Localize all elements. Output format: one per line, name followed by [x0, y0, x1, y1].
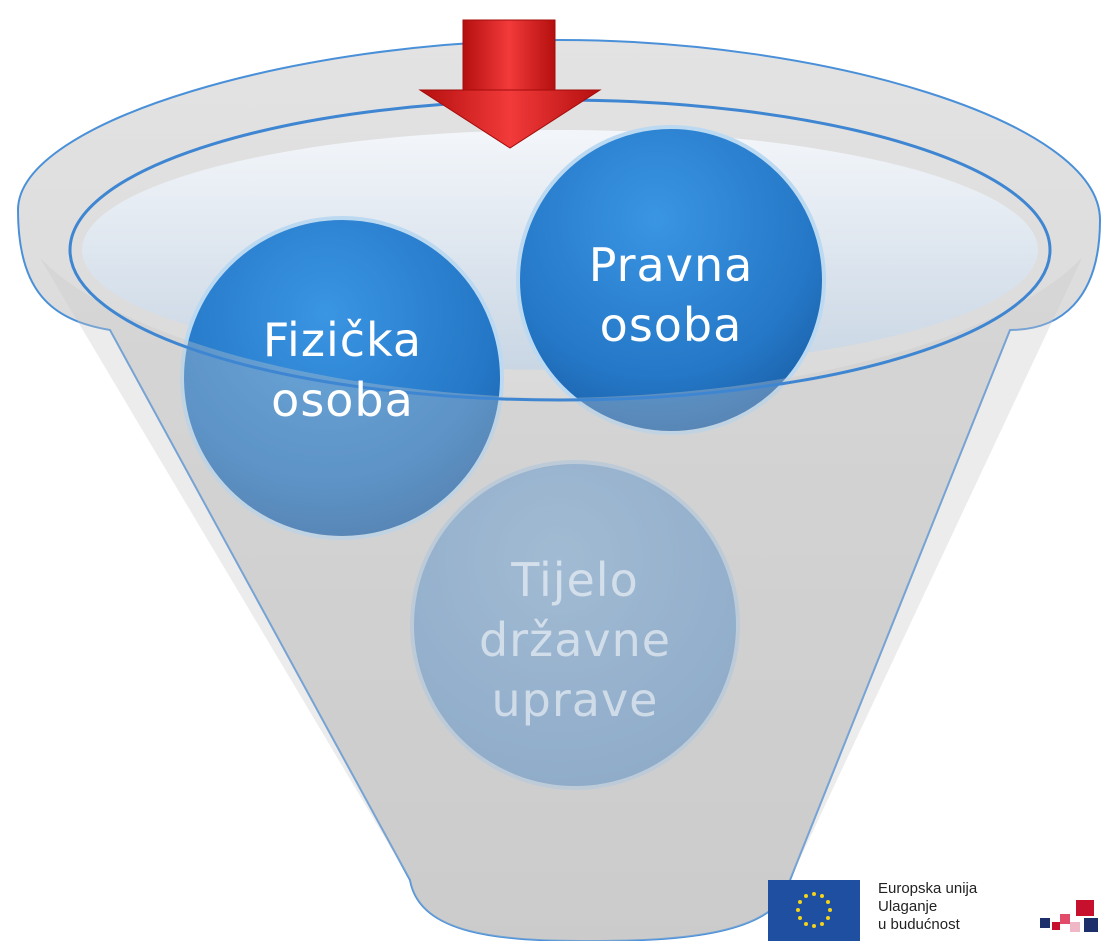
label-line: osoba: [599, 298, 743, 352]
label-line: osoba: [271, 373, 414, 427]
eu-stars-icon: [796, 892, 832, 928]
label-line: Tijelo: [511, 553, 639, 607]
partner-logo-icon: [1040, 900, 1098, 932]
eu-logo-line: Ulaganje: [878, 898, 938, 915]
eu-logo-block: Europska unija Ulaganje u budućnost: [768, 880, 1102, 941]
down-arrow-icon: [418, 19, 602, 149]
circle-label-pravna: Pravna osoba: [520, 235, 822, 355]
eu-logo-line: u budućnost: [878, 916, 960, 933]
label-line: državne: [478, 613, 672, 667]
label-line: Pravna: [588, 238, 754, 292]
circle-label-tijelo: Tijelo državne uprave: [412, 550, 738, 730]
circle-label-fizicka: Fizička osoba: [185, 310, 500, 430]
circle-tijelo: [410, 460, 740, 790]
eu-logo-line: Europska unija: [878, 880, 978, 897]
label-line: Fizička: [262, 313, 423, 367]
label-line: uprave: [491, 673, 659, 727]
eu-logo-text: Europska unija Ulaganje u budućnost: [878, 880, 1018, 934]
funnel-liquid-overlay: [40, 258, 1082, 941]
circle-pravna: [516, 125, 826, 435]
eu-flag-icon: [768, 880, 860, 941]
circle-fizicka: [180, 216, 504, 540]
